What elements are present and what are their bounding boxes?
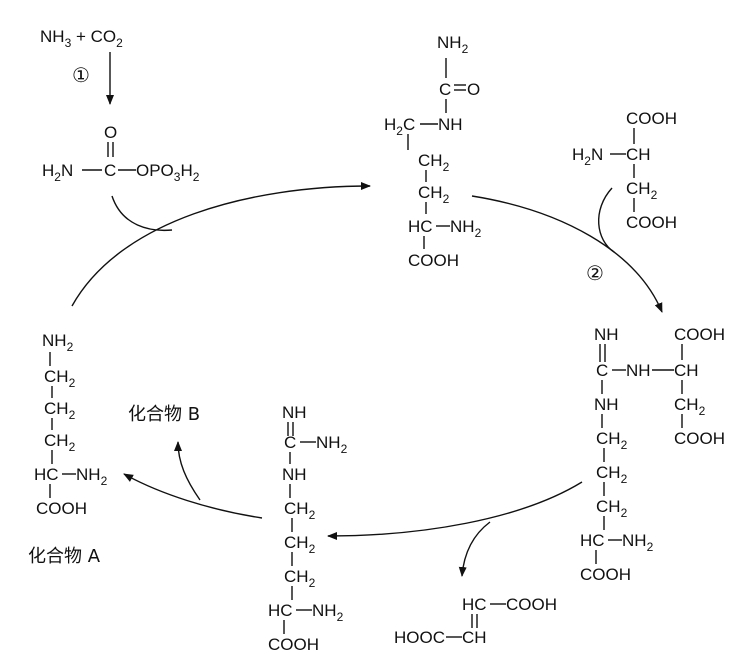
- aspartate: COOH H2N CH CH2 COOH: [572, 109, 677, 232]
- svg-text:COOH: COOH: [506, 595, 557, 614]
- step1-marker: ①: [72, 63, 90, 87]
- svg-text:HC: HC: [462, 595, 487, 614]
- cycle-arrow-ornithine-to-citrulline: [71, 182, 371, 307]
- carbamoyl-phosphate: O H2N C OPO3H2: [42, 123, 200, 184]
- svg-text:NH: NH: [282, 465, 307, 484]
- svg-text:CH2: CH2: [418, 151, 450, 174]
- svg-text:COOH: COOH: [408, 251, 459, 270]
- svg-text:NH2: NH2: [450, 217, 482, 240]
- fumarate-release-arrow: [458, 521, 491, 577]
- svg-text:COOH: COOH: [674, 325, 725, 344]
- ornithine: NH2 CH2 CH2 CH2 HC NH2 COOH: [34, 331, 108, 518]
- svg-text:HC: HC: [408, 217, 433, 236]
- cycle-arrow-citrulline-to-argininosuccinate: [471, 195, 663, 313]
- svg-text:HOOC: HOOC: [394, 628, 445, 647]
- svg-text:HC: HC: [268, 601, 293, 620]
- svg-text:NH: NH: [594, 395, 619, 414]
- svg-text:C: C: [284, 433, 296, 452]
- svg-text:CH2: CH2: [284, 533, 316, 556]
- cycle-arrow-arginine-to-ornithine: [123, 473, 263, 519]
- svg-text:CH2: CH2: [44, 399, 76, 422]
- svg-text:H2C: H2C: [384, 115, 415, 138]
- svg-text:CH2: CH2: [596, 463, 628, 486]
- svg-text:O: O: [467, 80, 480, 99]
- svg-text:COOH: COOH: [36, 499, 87, 518]
- svg-text:NH: NH: [282, 403, 307, 422]
- svg-text:NH: NH: [594, 325, 619, 344]
- svg-text:C: C: [596, 361, 608, 380]
- svg-text:CH2: CH2: [418, 183, 450, 206]
- compound-b-release-arrow: [174, 441, 201, 501]
- svg-text:CH: CH: [674, 361, 699, 380]
- carbamoyl-phosphate-join-curve: [111, 195, 173, 232]
- reactants-nh3-co2: NH3 + CO2: [40, 27, 123, 50]
- svg-text:CH2: CH2: [284, 499, 316, 522]
- svg-text:CH: CH: [626, 145, 651, 164]
- svg-text:CH2: CH2: [596, 497, 628, 520]
- svg-text:COOH: COOH: [626, 109, 677, 128]
- svg-text:CH2: CH2: [596, 429, 628, 452]
- svg-text:HC: HC: [580, 531, 605, 550]
- compound-a-label: 化合物 A: [28, 546, 101, 567]
- svg-text:CH2: CH2: [674, 395, 706, 418]
- svg-text:OPO3H2: OPO3H2: [136, 161, 200, 184]
- compound-b-label: 化合物 B: [128, 404, 200, 425]
- svg-text:NH3 + CO2: NH3 + CO2: [40, 27, 123, 50]
- svg-text:NH2: NH2: [76, 465, 108, 488]
- svg-text:COOH: COOH: [268, 635, 319, 654]
- svg-text:CH2: CH2: [44, 367, 76, 390]
- svg-text:HC: HC: [34, 465, 59, 484]
- svg-text:COOH: COOH: [580, 565, 631, 584]
- argininosuccinate: NH COOH C NH CH NH CH2 COOH CH2 CH2 CH2 …: [580, 325, 725, 584]
- svg-text:COOH: COOH: [674, 429, 725, 448]
- arginine: NH C NH2 NH CH2 CH2 CH2 HC NH2 COOH: [268, 403, 348, 654]
- svg-text:NH2: NH2: [437, 33, 469, 56]
- step2-marker: ②: [586, 261, 604, 285]
- citrulline: NH2 C O H2C NH CH2 CH2 HC NH2 COOH: [384, 33, 482, 270]
- svg-text:CH2: CH2: [44, 431, 76, 454]
- aspartate-join-curve: [598, 187, 615, 253]
- svg-text:NH: NH: [438, 115, 463, 134]
- svg-text:NH2: NH2: [312, 601, 344, 624]
- svg-text:CH: CH: [462, 628, 487, 647]
- svg-text:NH2: NH2: [622, 531, 654, 554]
- svg-text:H2N: H2N: [572, 145, 603, 168]
- svg-text:CH2: CH2: [626, 179, 658, 202]
- svg-text:NH2: NH2: [42, 331, 74, 354]
- svg-text:H2N: H2N: [42, 161, 73, 184]
- fumarate: HC COOH HOOC CH: [394, 595, 557, 647]
- svg-text:CH2: CH2: [284, 567, 316, 590]
- svg-text:C: C: [104, 161, 116, 180]
- svg-text:NH: NH: [626, 361, 651, 380]
- svg-text:O: O: [104, 123, 117, 142]
- svg-text:NH2: NH2: [316, 433, 348, 456]
- svg-text:C: C: [439, 80, 451, 99]
- svg-text:COOH: COOH: [626, 213, 677, 232]
- cycle-arrow-argininosuccinate-to-arginine: [327, 481, 583, 540]
